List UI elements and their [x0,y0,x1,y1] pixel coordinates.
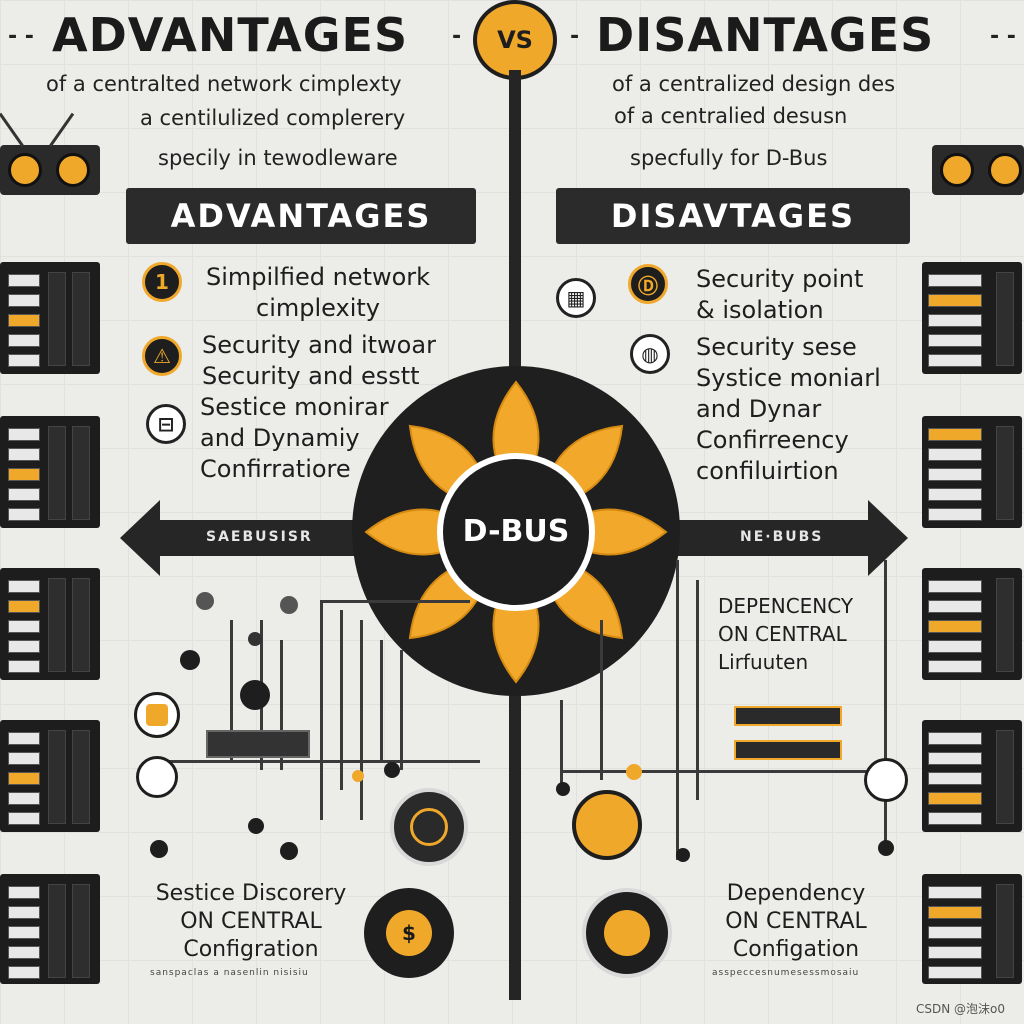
chip-icon [206,730,310,758]
status-bar-icon [734,740,842,760]
disadvantage-bottom-text: Dependency ON CENTRAL Configation [725,881,867,962]
dependency-node-icon [582,888,672,978]
disadvantage-item-2: Security sese Systice moniarl and Dynar … [696,333,881,485]
node-dot [384,762,400,778]
node-dot [280,596,298,614]
circuit-line [280,640,283,770]
circuit-line [884,560,887,850]
dbus-label: D-BUS [462,514,570,549]
right-arrow [648,500,908,576]
advantage-bottom-small: sanspaclas a nasenlin nisisiu [150,968,309,978]
disadvantage-bottom-small: asspeccesnumesessmosaiu [712,968,860,978]
lock-node-icon [136,756,178,798]
title-dash-mid-left: - [452,24,462,49]
server-rack-left-5 [0,874,100,984]
server-rack-right-3 [922,568,1022,680]
advantage-item-3: Sestice monirar and Dynamiy Confirratior… [200,393,389,483]
circuit-line [150,760,480,763]
server-rack-right-2 [922,416,1022,528]
advantage-bottom-text: Sestice Discorery ON CENTRAL Configratio… [155,881,347,962]
node-dot [676,848,690,862]
router-icon-right [932,145,1024,195]
node-dot [248,632,262,646]
right-subtitle-3: specfully for D-Bus [630,146,828,170]
right-arrow-label: NE·BUBS [740,529,824,545]
shield-node-icon [390,788,468,866]
circuit-line [320,600,323,820]
circuit-line [560,700,563,790]
node-dot [626,764,642,780]
server-rack-left-1 [0,262,100,374]
title-dash-right: - - [990,24,1016,49]
title-dash-mid-right: - [570,24,580,49]
disadvantage-badge-1: Ⓓ [628,264,668,304]
security-node-icon: $ [364,888,454,978]
circuit-line [320,600,470,603]
left-subtitle-1: of a centralted network cimplexty [46,72,402,96]
node-dot [150,840,168,858]
circuit-line [400,650,403,770]
advantage-badge-2: ⚠ [142,336,182,376]
server-rack-right-5 [922,874,1022,984]
alert-node-icon [864,758,908,802]
status-bar-icon [734,706,842,726]
advantage-badge-1: 1 [142,262,182,302]
disadvantage-icon-network: ▦ [556,278,596,318]
node-dot [556,782,570,796]
server-rack-right-4 [922,720,1022,832]
disadvantages-title: DISANTAGES [596,8,935,62]
left-subtitle-3: specily in tewodleware [158,146,398,170]
router-icon-left [0,145,100,195]
circuit-line [230,620,233,760]
circuit-line [340,610,343,790]
dbus-flower-icon [365,380,667,683]
advantage-item-2: Security and itwoar Security and esstt [202,331,436,390]
right-subtitle-1: of a centralized design des [612,72,896,96]
server-rack-left-4 [0,720,100,832]
left-arrow-label: SAEBUSISR [206,529,313,545]
circuit-line [380,640,383,760]
left-arrow [120,500,380,576]
vs-label: VS [497,26,533,54]
node-dot [196,592,214,610]
config-node-icon [572,790,642,860]
node-dot [240,680,270,710]
disadvantage-badge-2: ◍ [630,334,670,374]
advantage-item-1: Simpilfied network cimplexity [206,263,431,322]
advantages-banner: ADVANTAGES [126,188,476,244]
node-dot [248,818,264,834]
circuit-line [560,770,890,773]
disadvantages-banner: DISAVTAGES [556,188,910,244]
right-subtitle-2: of a centralied desusn [614,104,848,128]
circuit-line [600,620,603,780]
title-dash-left: - - [8,24,34,49]
vs-badge: VS [473,0,557,80]
node-dot [352,770,364,782]
disadvantage-item-1: Security point & isolation [696,265,864,324]
server-rack-left-3 [0,568,100,680]
gear-node-icon [134,692,180,738]
watermark: CSDN @泡沫o0 [916,1002,1006,1016]
advantages-title: ADVANTAGES [52,8,409,62]
circuit-line [676,560,679,860]
advantage-badge-3: ⊟ [146,404,186,444]
circuit-line [696,580,699,800]
dependency-central-label: DEPENCENCY ON CENTRAL Lirfuuten [718,594,854,674]
circuit-line [360,620,363,820]
left-subtitle-2: a centilulized complerery [140,106,406,130]
node-dot [878,840,894,856]
server-rack-left-2 [0,416,100,528]
server-rack-right-1 [922,262,1022,374]
node-dot [280,842,298,860]
node-dot [180,650,200,670]
